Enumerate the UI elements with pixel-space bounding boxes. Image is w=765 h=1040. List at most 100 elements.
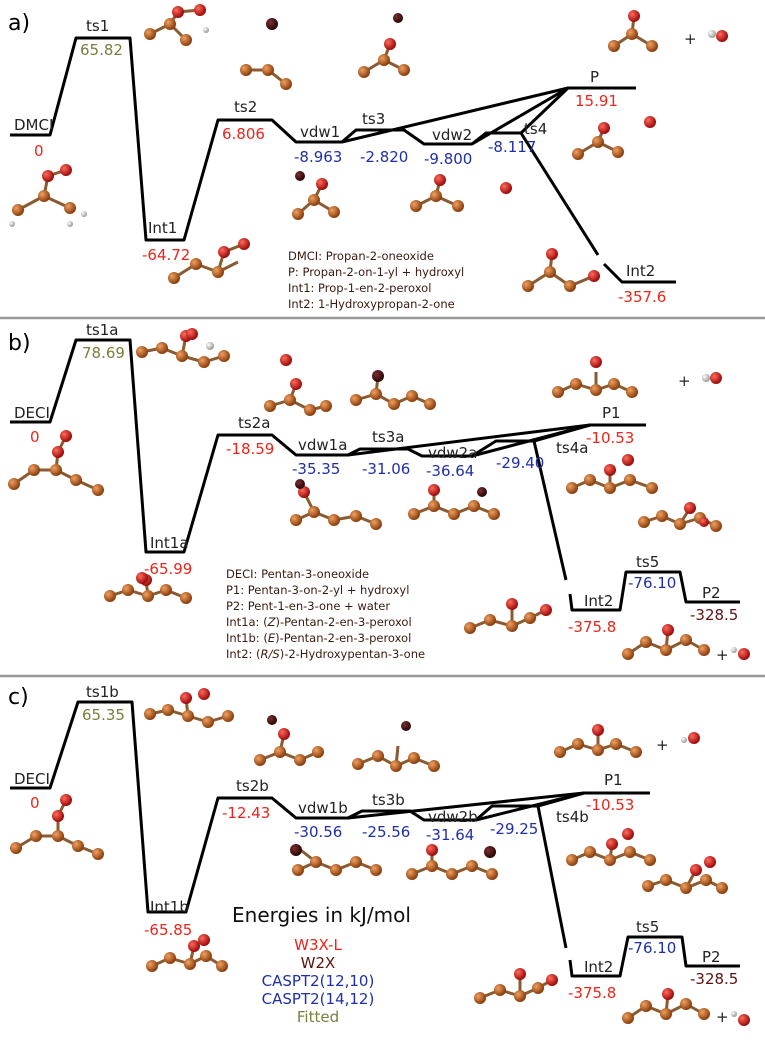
energy-caspt2: -29.40 [496, 454, 544, 472]
molecule-icon [136, 328, 230, 368]
state-name: ts5 [636, 553, 659, 571]
molecule-pictures [8, 4, 750, 1026]
state-name: ts3 [362, 110, 385, 128]
state-name: ts2a [238, 414, 270, 432]
state-name: Int1b [150, 898, 189, 916]
molecule-icon [552, 356, 722, 398]
energy-path [10, 36, 676, 284]
molecule-icon [264, 354, 332, 416]
legend-line: P: Propan-2-on-1-yl + hydroxyl [288, 265, 464, 279]
state-name: Int2 [584, 592, 613, 610]
molecule-icon [622, 624, 750, 660]
energy-w3xl: -10.53 [586, 796, 634, 814]
molecule-icon [406, 844, 498, 880]
energy-caspt2: -35.35 [292, 460, 340, 478]
state-name: vdw1a [298, 436, 347, 454]
plus-sign: + [656, 736, 669, 754]
state-name: P1 [602, 404, 621, 422]
energy-w3xl: -18.59 [226, 440, 274, 458]
legend-w3xl: W3X-L [294, 936, 342, 954]
state-name: P1 [604, 771, 623, 789]
molecule-icon [8, 430, 104, 496]
state-name: DMCI [14, 116, 53, 134]
molecule-icon [144, 688, 234, 728]
state-name: ts2 [234, 98, 257, 116]
molecule-icon [10, 794, 104, 860]
state-name: ts1a [86, 321, 118, 339]
state-name: P [590, 68, 599, 86]
energy-w3xl: 15.91 [575, 92, 618, 110]
energy-w3xl: -64.72 [142, 246, 190, 264]
energy-w3xl: -65.99 [144, 560, 192, 578]
state-name: Int1a [150, 534, 189, 552]
energy-fitted: 78.69 [82, 344, 125, 362]
molecule-icon [464, 598, 552, 634]
molecule-icon [144, 4, 209, 46]
molecule-icon [474, 968, 558, 1004]
energy-fitted: 65.82 [80, 41, 123, 59]
state-name: ts1b [86, 683, 119, 701]
molecule-icon [572, 116, 656, 160]
panel-tag: a) [8, 11, 30, 36]
plus-sign: + [716, 646, 729, 664]
state-name: ts3b [372, 791, 405, 809]
panel-tag: b) [8, 331, 31, 356]
state-name: vdw2 [432, 126, 472, 144]
panel-a: a) DMCI 0 ts1 65.82 Int1 -64.72 ts2 6.80… [8, 11, 697, 311]
state-name: ts4a [556, 439, 588, 457]
legend-w2x: W2X [301, 954, 336, 972]
energy-w3xl: -65.85 [144, 921, 192, 939]
legend-fitted: Fitted [297, 1008, 339, 1026]
molecule-icon [9, 164, 87, 227]
plus-sign: + [716, 1008, 729, 1026]
energy-w3xl: -357.6 [618, 288, 666, 306]
energy-w2x: -328.5 [690, 970, 738, 988]
legend-line: DMCI: Propan-2-oneoxide [288, 249, 434, 263]
state-name: DECI [14, 770, 50, 788]
molecule-icon [410, 174, 512, 212]
molecule-icon [622, 988, 750, 1026]
molecule-icon [146, 934, 228, 972]
molecule-icon [358, 13, 410, 78]
molecule-icon [522, 248, 600, 292]
plus-sign: + [684, 30, 697, 48]
energy-w3xl: -375.8 [568, 984, 616, 1002]
legend-line: P1: Pentan-3-on-2-yl + hydroxyl [226, 583, 409, 597]
energy-fitted: 65.35 [82, 706, 125, 724]
energy-caspt2: -36.64 [426, 462, 474, 480]
molecule-icon [290, 479, 382, 530]
state-name: ts1 [86, 17, 109, 35]
plus-sign: + [678, 372, 691, 390]
legend-line: P2: Pent-1-en-3-one + water [226, 599, 390, 613]
energy-w3xl: -12.43 [222, 804, 270, 822]
state-name: P2 [702, 948, 721, 966]
molecule-icon [350, 370, 436, 410]
energy-path [10, 700, 740, 978]
energy-w3xl: -10.53 [586, 429, 634, 447]
legend-caspt2-14-12: CASPT2(14,12) [262, 990, 375, 1008]
legend-line: Int2: 1-Hydroxypropan-2-one [288, 297, 455, 311]
legend-line: Int2: (R/S)-2-Hydroxypentan-3-one [226, 647, 425, 661]
energy-caspt2: -76.10 [628, 574, 676, 592]
molecule-icon [352, 721, 440, 772]
energy-caspt2: -25.56 [362, 823, 410, 841]
energy-caspt2: -8.963 [294, 148, 342, 166]
molecule-icon [254, 715, 324, 766]
molecule-icon [566, 454, 658, 494]
panel-c: c) DECI 0 ts1b 65.35 Int1b -65.85 ts2b -… [8, 683, 740, 1026]
state-name: ts5 [636, 918, 659, 936]
energy-caspt2: -31.64 [426, 826, 474, 844]
energy-w3xl: 0 [34, 142, 44, 160]
energy-w3xl: 0 [30, 794, 40, 812]
molecule-icon [408, 484, 500, 520]
molecule-icon [292, 171, 340, 220]
energy-caspt2: -9.800 [424, 150, 472, 168]
panel-tag: c) [8, 685, 29, 710]
panel-b: b) DECI 0 ts1a 78.69 Int1a -65.99 ts2a -… [8, 321, 740, 664]
energy-w3xl: -375.8 [568, 618, 616, 636]
state-name: vdw1b [298, 799, 348, 817]
molecule-icon [554, 724, 700, 758]
state-name: vdw2b [428, 808, 478, 826]
energy-w3xl: 6.806 [222, 125, 265, 143]
molecule-icon [104, 572, 192, 604]
